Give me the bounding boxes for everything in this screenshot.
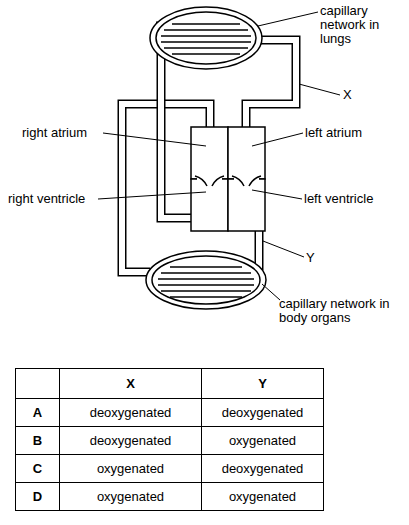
table-value: deoxygenated (90, 405, 172, 420)
column-header: X (126, 376, 135, 391)
table-row: Coxygenated deoxygenated (16, 455, 324, 483)
table-cell: X (60, 369, 202, 399)
option-letter: D (33, 489, 42, 504)
table-cell: C (16, 455, 60, 483)
table-row: Adeoxygenated deoxygenated (16, 399, 324, 427)
table-cell: deoxygenated (60, 427, 202, 455)
vessel-letter: Y (306, 251, 326, 265)
table-cell: B (16, 427, 60, 455)
table-cell: D (16, 483, 60, 511)
body-capillaries (146, 251, 266, 309)
table-cell: oxygenated (60, 455, 202, 483)
part-label: left ventricle (304, 192, 404, 206)
answer-table: XYAdeoxygenateddeoxygenatedBdeoxygenated… (15, 368, 324, 511)
heart (191, 127, 265, 231)
column-header: Y (258, 376, 267, 391)
table-cell: oxygenated (60, 483, 202, 511)
vessel-letter: X (343, 88, 363, 102)
table-cell: oxygenated (202, 483, 324, 511)
table-value: deoxygenated (222, 405, 304, 420)
table-cell: oxygenated (202, 427, 324, 455)
table-value: oxygenated (97, 461, 164, 476)
part-label: left atrium (305, 126, 395, 140)
table-value: deoxygenated (222, 461, 304, 476)
table-cell: deoxygenated (202, 399, 324, 427)
part-label: right atrium (22, 126, 112, 140)
table-cell: Y (202, 369, 324, 399)
table-value: oxygenated (97, 489, 164, 504)
table-row: XY (16, 369, 324, 399)
table-cell (16, 369, 60, 399)
part-label: capillary network in body organs (279, 297, 407, 325)
table-cell: A (16, 399, 60, 427)
option-letter: A (33, 405, 42, 420)
table-cell: deoxygenated (60, 399, 202, 427)
table-row: Bdeoxygenated oxygenated (16, 427, 324, 455)
table-value: oxygenated (229, 433, 296, 448)
option-letter: B (33, 433, 42, 448)
table-row: Doxygenated oxygenated (16, 483, 324, 511)
table-value: oxygenated (229, 489, 296, 504)
lung-capillaries (150, 7, 262, 69)
table-cell: deoxygenated (202, 455, 324, 483)
part-label: capillary network in lungs (320, 4, 382, 46)
table-value: deoxygenated (90, 433, 172, 448)
part-label: right ventricle (8, 192, 103, 206)
leader-lines (98, 12, 340, 300)
option-letter: C (33, 461, 42, 476)
